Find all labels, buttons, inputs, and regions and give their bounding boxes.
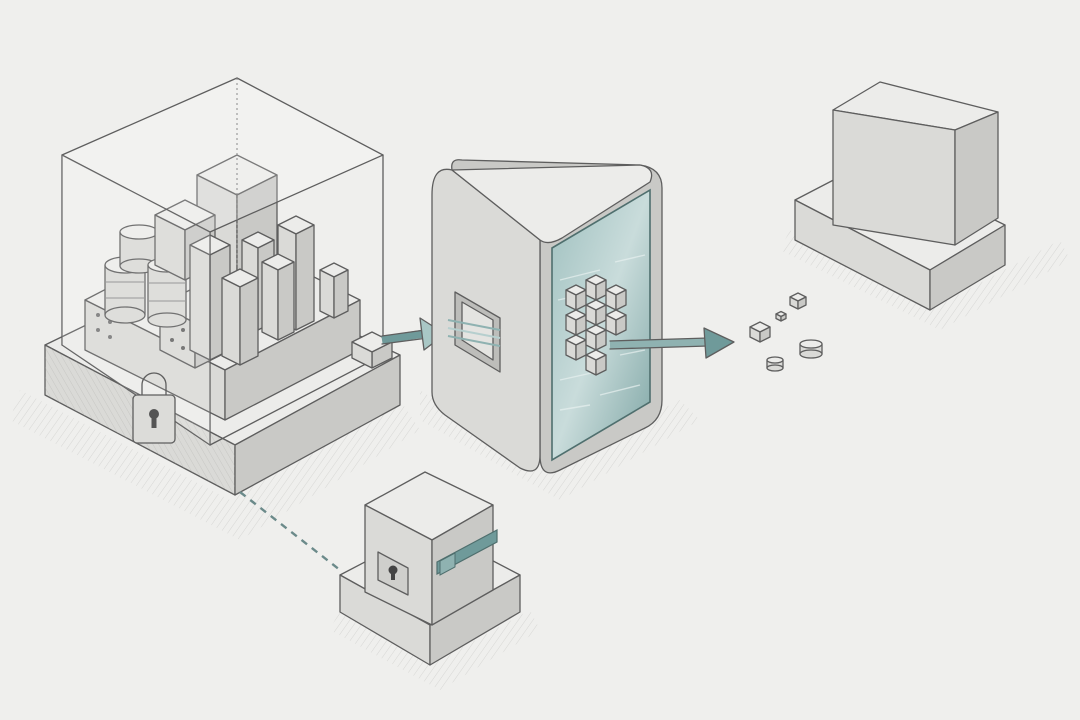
glass-enclosure (61, 77, 384, 446)
enclave-window (551, 188, 651, 462)
data-cube-cluster (565, 274, 627, 376)
particle-cylinder (799, 339, 823, 359)
keyhole-icon (377, 551, 409, 596)
key-safe (339, 471, 521, 666)
intake-slot (447, 291, 501, 373)
secure-data-store (44, 77, 401, 496)
flow-arrow-to-output (609, 327, 735, 359)
result-block (794, 81, 1006, 311)
dashed-link (239, 491, 341, 571)
secure-processor (431, 159, 663, 474)
output-particles (749, 292, 823, 372)
padlock-icon (132, 372, 176, 444)
particle-cylinder (766, 356, 784, 372)
teal-seal-band (436, 529, 498, 576)
ground-shadows (10, 230, 1070, 690)
data-towers (154, 154, 349, 366)
